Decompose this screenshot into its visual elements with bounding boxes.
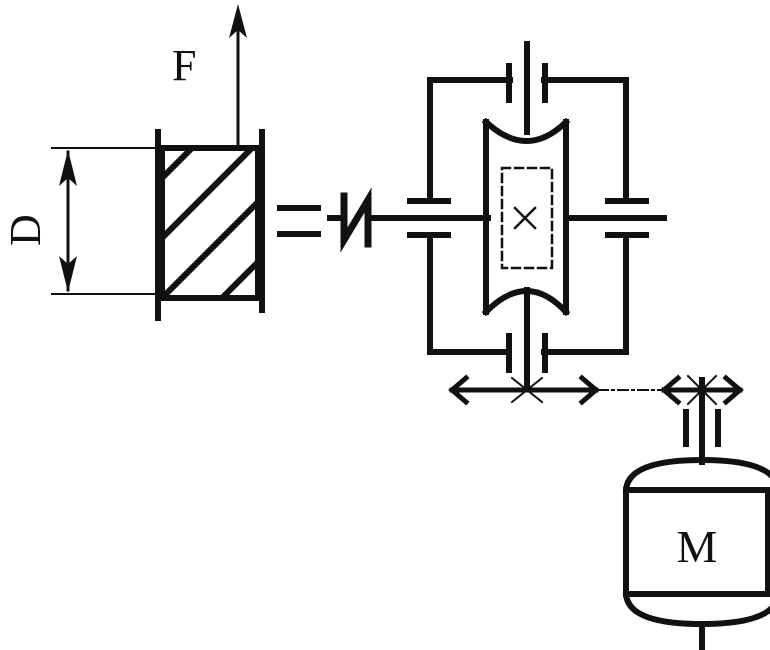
motor-label: M xyxy=(677,521,718,572)
drum-hatching xyxy=(162,148,258,298)
diameter-dimension xyxy=(51,147,161,295)
force-label: F xyxy=(172,41,196,90)
motor xyxy=(622,456,770,650)
diameter-label: D xyxy=(1,214,50,246)
gear-stage xyxy=(448,374,744,406)
motor-shaft xyxy=(683,377,721,465)
drum xyxy=(155,129,265,321)
gearbox xyxy=(407,41,667,391)
coupling xyxy=(277,187,415,253)
force-arrow xyxy=(229,4,247,150)
